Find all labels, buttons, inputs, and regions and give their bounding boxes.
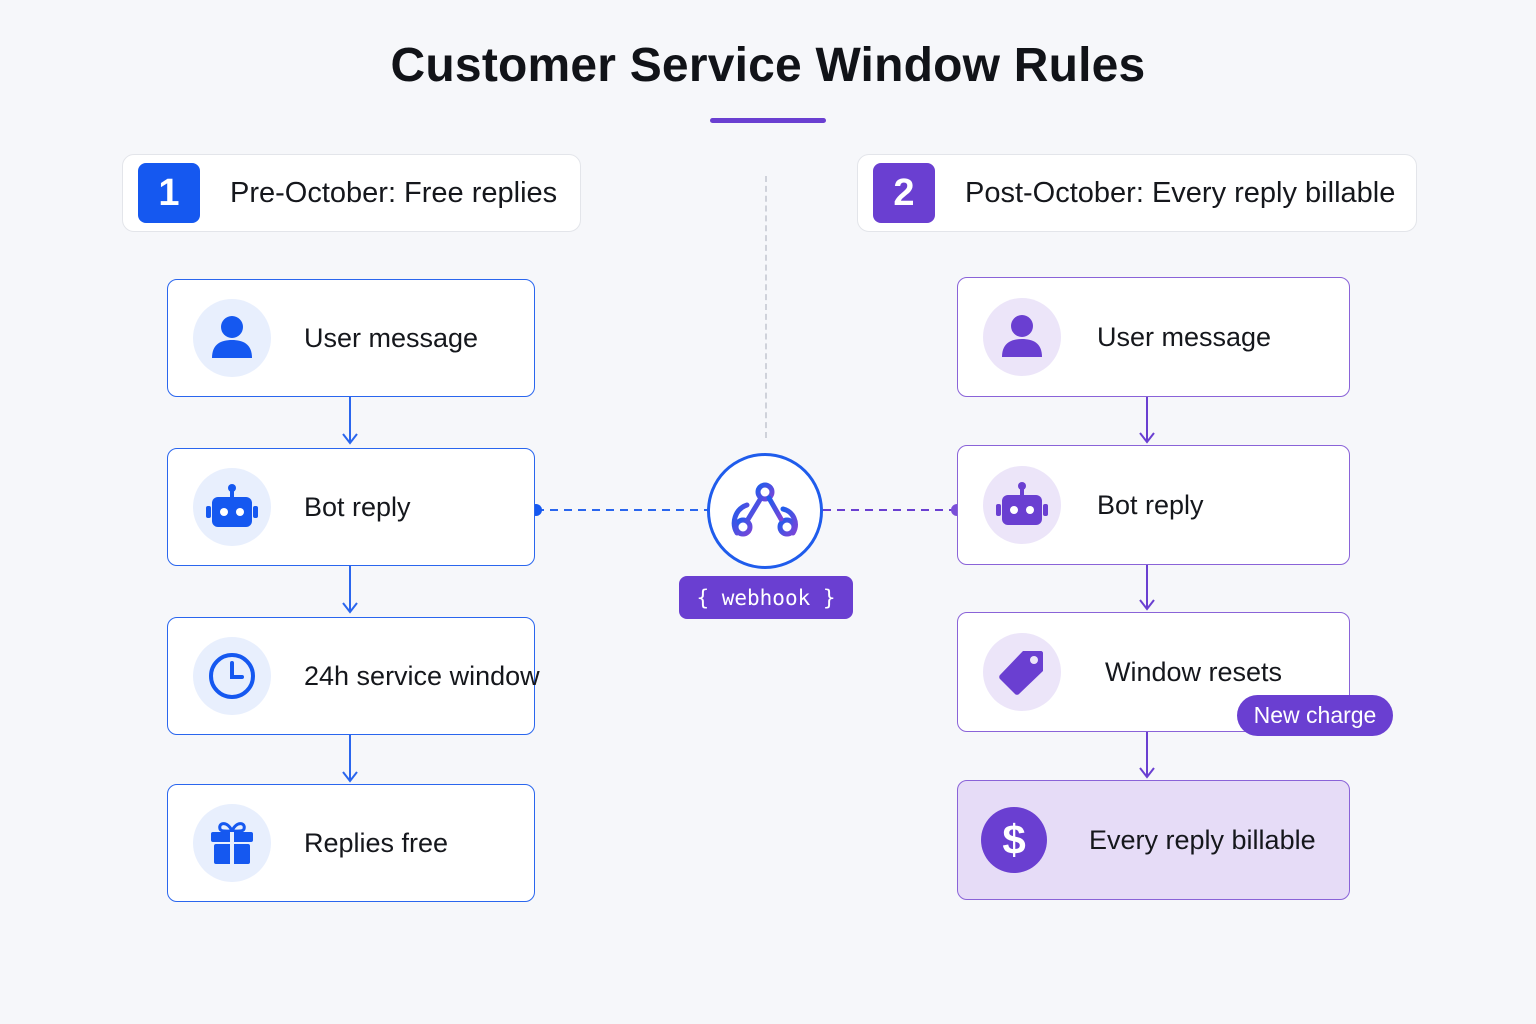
step-label: Replies free xyxy=(304,827,449,858)
step-user-message: User message xyxy=(957,277,1350,397)
phase-title: Pre-October: Free replies xyxy=(230,176,558,209)
phase-number: 1 xyxy=(138,163,200,223)
clock-icon xyxy=(193,637,271,715)
user-icon xyxy=(983,298,1061,376)
step-label: Bot reply xyxy=(304,491,411,522)
diagram-title: Customer Service Window Rules xyxy=(390,39,1146,92)
webhook-label: { webhook } xyxy=(679,576,853,619)
left-flow-arrows xyxy=(342,397,358,783)
step-bot-reply: Bot reply xyxy=(167,448,535,566)
step-every-reply-billable: $ Every reply billable xyxy=(957,780,1350,900)
robot-icon xyxy=(983,466,1061,544)
gift-icon xyxy=(193,804,271,882)
right-flow-arrows xyxy=(1139,397,1155,779)
phase-title: Post-October: Every reply billable xyxy=(965,176,1396,209)
webhook-icon xyxy=(731,482,798,537)
dollar-icon: $ xyxy=(981,807,1047,873)
step-label: User message xyxy=(304,322,479,353)
new-charge-badge: New charge xyxy=(1237,695,1393,736)
step-replies-free: Replies free xyxy=(167,784,535,902)
phase-header-pre-october: 1 Pre-October: Free replies xyxy=(122,154,581,232)
tag-icon xyxy=(983,633,1061,711)
step-label: User message xyxy=(1097,321,1272,352)
phase-header-post-october: 2 Post-October: Every reply billable xyxy=(857,154,1417,232)
robot-icon xyxy=(193,468,271,546)
title-underline xyxy=(710,118,826,123)
phase-number: 2 xyxy=(873,163,935,223)
step-service-window: 24h service window xyxy=(167,617,540,735)
svg-text:$: $ xyxy=(1002,817,1025,863)
step-label: Window resets xyxy=(1105,656,1283,687)
step-bot-reply: Bot reply xyxy=(957,445,1350,565)
user-icon xyxy=(193,299,271,377)
step-label: Bot reply xyxy=(1097,489,1204,520)
step-label: 24h service window xyxy=(304,660,540,691)
step-user-message: User message xyxy=(167,279,535,397)
center-divider xyxy=(765,176,767,438)
step-label: Every reply billable xyxy=(1089,824,1316,855)
webhook-hub xyxy=(707,453,823,569)
